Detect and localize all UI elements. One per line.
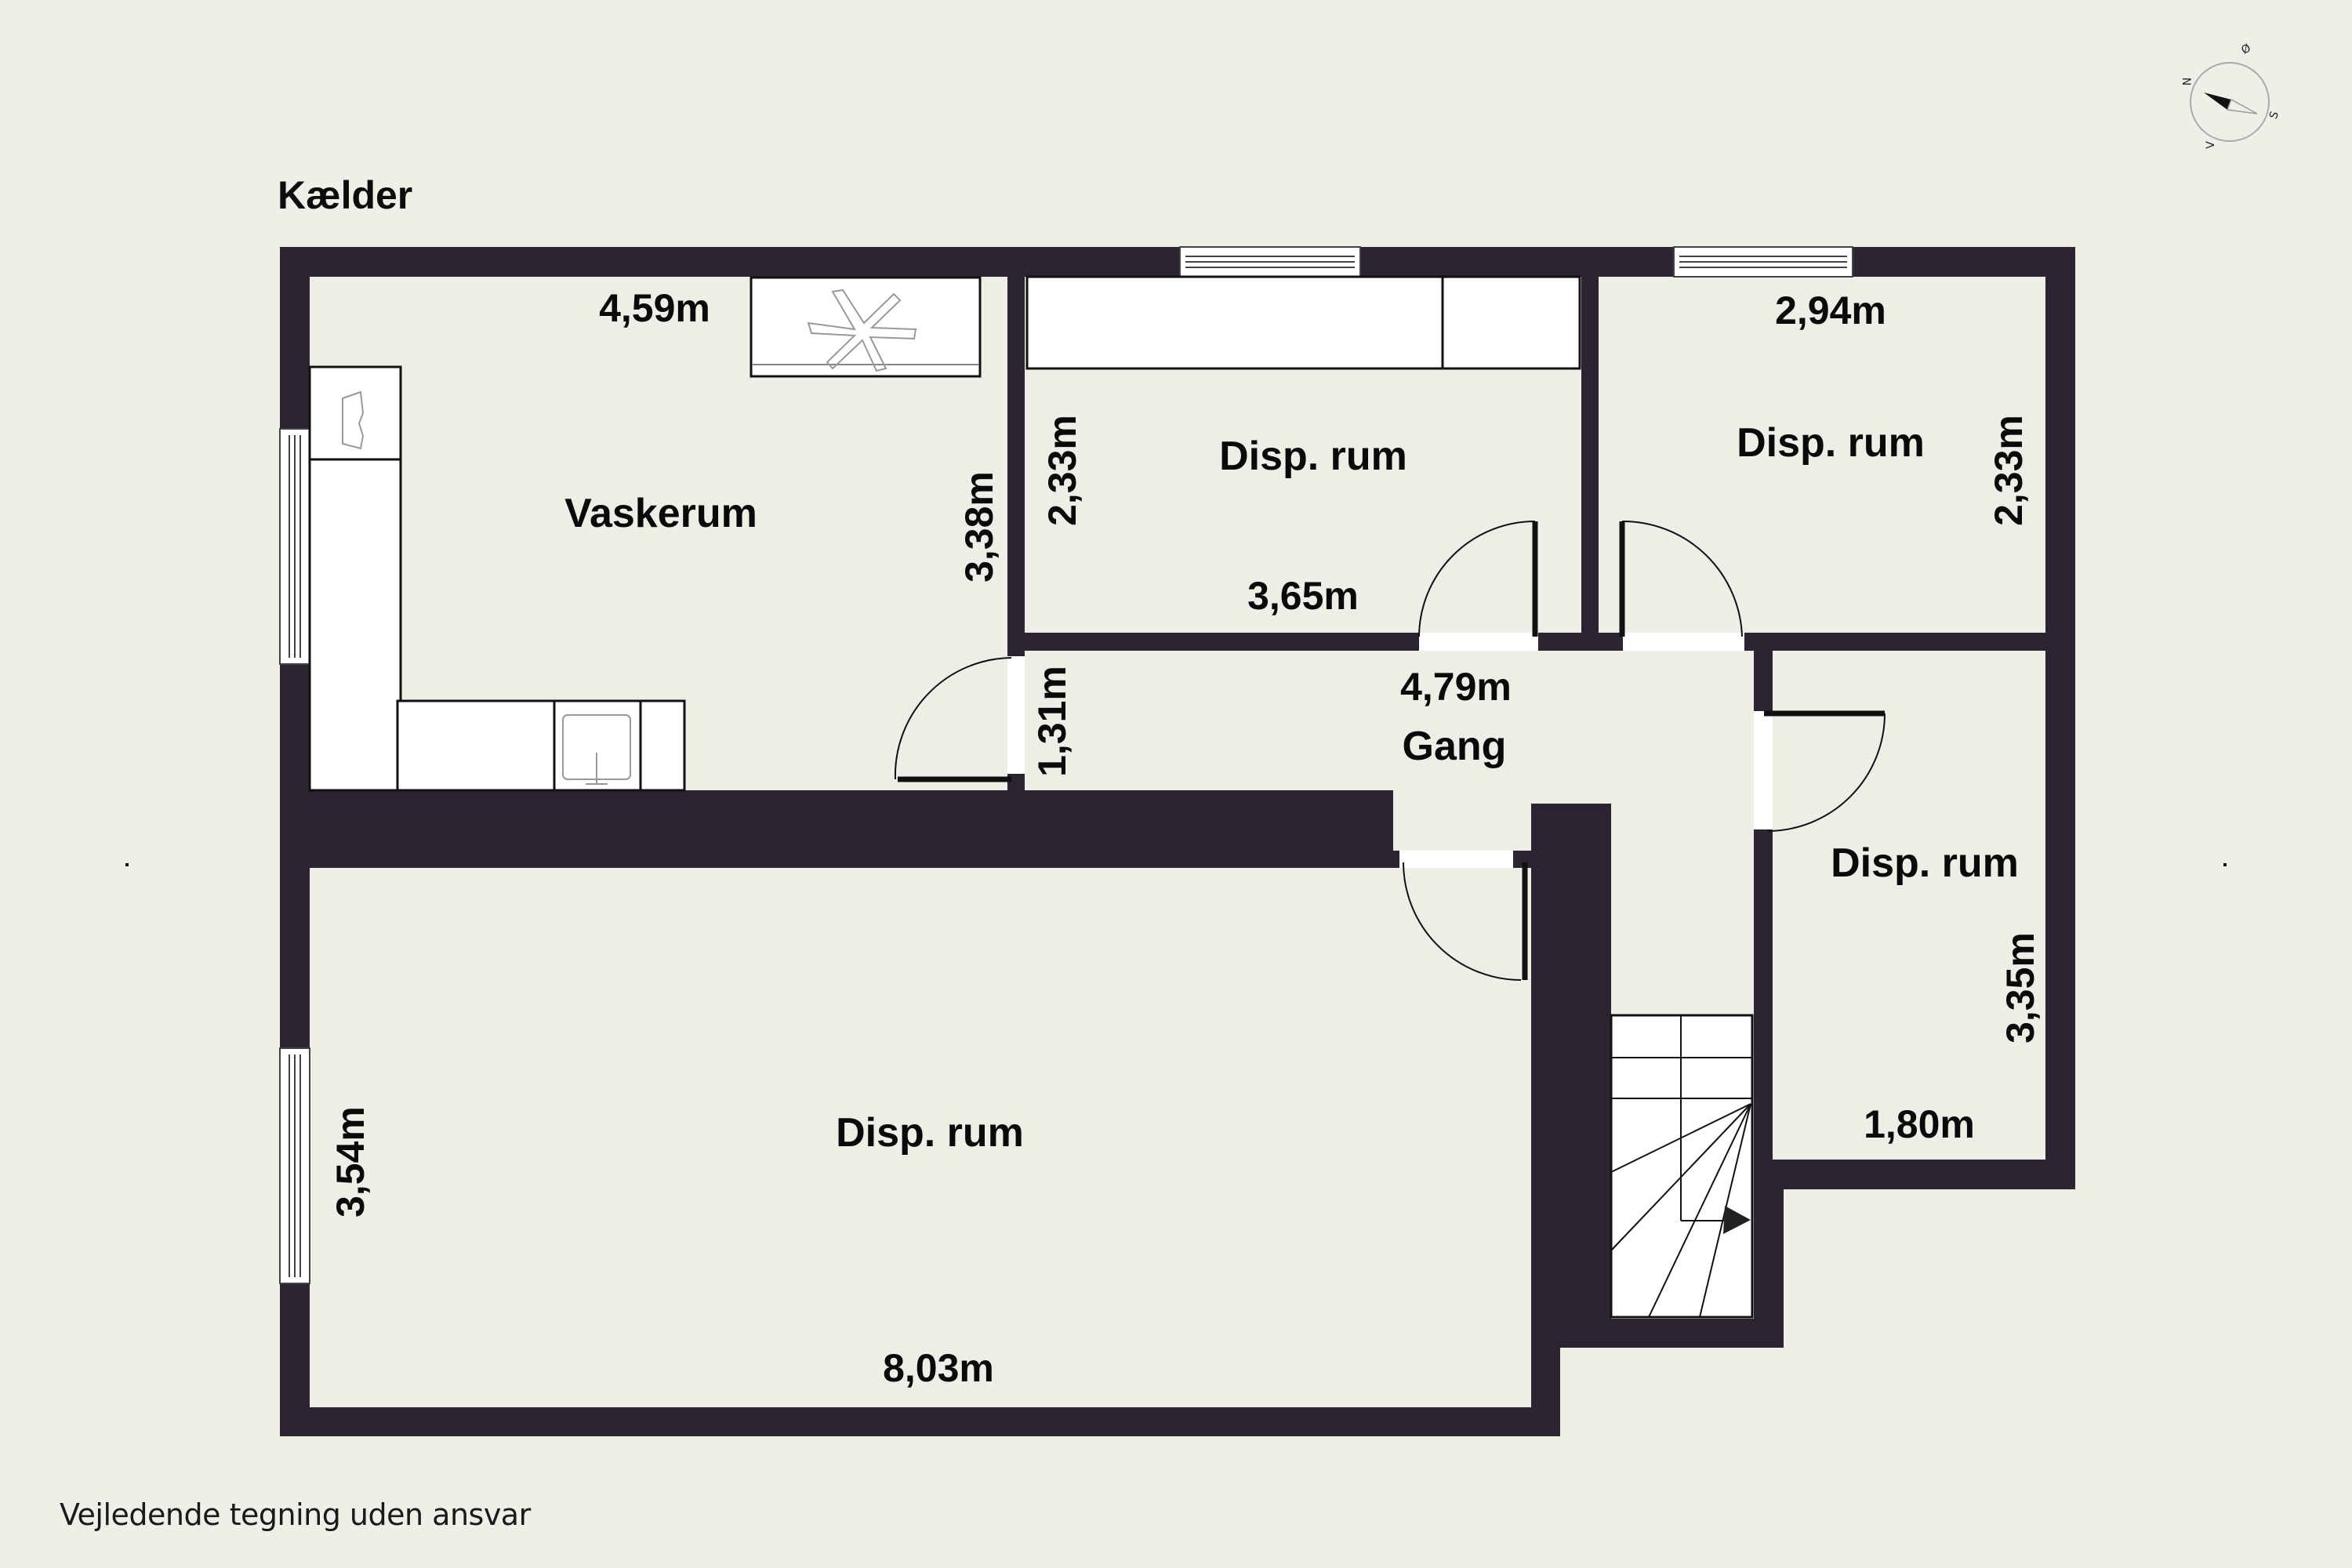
room-label-storage-right: Disp. rum bbox=[1831, 840, 2019, 886]
dimension-storage-right-width: 1,80m bbox=[1864, 1102, 1975, 1146]
floor-title: Kælder bbox=[278, 173, 413, 217]
dimension-storage-top-right-width: 2,94m bbox=[1775, 289, 1886, 332]
doors bbox=[894, 520, 1886, 981]
disclaimer-text: Vejledende tegning uden ansvar bbox=[60, 1497, 531, 1532]
windows bbox=[279, 246, 1853, 1284]
compass-north-label: N bbox=[2180, 77, 2192, 86]
room-label-storage-large: Disp. rum bbox=[836, 1110, 1024, 1156]
dimension-vaskerum-height: 3,38m bbox=[957, 471, 1001, 583]
dimension-storage-large-height: 3,54m bbox=[328, 1106, 372, 1218]
room-label-storage-top-middle: Disp. rum bbox=[1219, 434, 1407, 479]
compass-rose bbox=[2190, 62, 2270, 142]
room-label-vaskerum: Vaskerum bbox=[564, 491, 757, 536]
staircase bbox=[1610, 1014, 1754, 1319]
dimension-storage-large-width: 8,03m bbox=[883, 1346, 994, 1390]
dimension-gang-width: 4,79m bbox=[1400, 665, 1512, 709]
stair-direction-arrow bbox=[1723, 1206, 1751, 1234]
dimension-storage-top-middle-width: 3,65m bbox=[1247, 574, 1359, 618]
dimension-vaskerum-width: 4,59m bbox=[599, 286, 710, 330]
dimension-storage-right-height: 3,35m bbox=[1998, 932, 2042, 1044]
vaskerum-fixtures bbox=[308, 275, 1581, 792]
room-label-storage-top-right: Disp. rum bbox=[1737, 420, 1925, 466]
room-label-gang: Gang bbox=[1402, 724, 1507, 769]
crop-mark-left bbox=[125, 863, 129, 866]
dimension-storage-top-middle-height: 2,33m bbox=[1040, 415, 1084, 526]
compass-west-label: V bbox=[2205, 141, 2217, 149]
appliance-glyphs bbox=[342, 289, 917, 785]
walls bbox=[280, 247, 2075, 1436]
dimension-storage-top-right-height: 2,33m bbox=[1987, 415, 2031, 526]
dimension-gang-height: 1,31m bbox=[1030, 666, 1074, 777]
door-openings bbox=[1007, 633, 1773, 868]
crop-mark-right bbox=[2223, 863, 2227, 866]
